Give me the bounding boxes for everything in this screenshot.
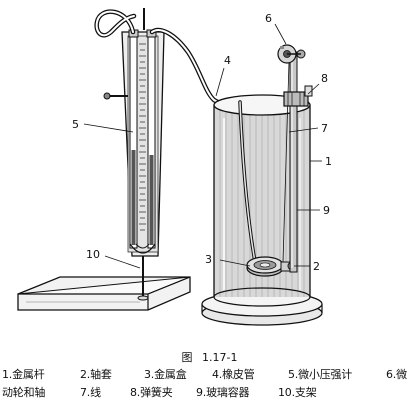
legend-item-text: 线 (90, 386, 101, 399)
apparatus-illustration: 1 2 3 4 5 6 7 8 9 10 (17, 8, 332, 326)
tube-in-container (238, 100, 257, 264)
spring-clip (283, 85, 313, 107)
legend-item-text: 动轮和轴 (2, 386, 46, 399)
figure-caption-number: 1.17-1 (202, 351, 238, 364)
legend-row: 动轮和轴 7.线 8.弹簧夹 9.玻璃容器 10.支架 (0, 384, 419, 402)
manometer-board (103, 8, 165, 257)
legend-item-text: 支架 (294, 386, 317, 399)
legend-item-number: 5. (288, 368, 299, 381)
metal-rod (289, 51, 298, 273)
stand-base (17, 276, 191, 311)
legend-item: 7.线 (80, 384, 101, 400)
callout-2: 2 (313, 260, 320, 273)
legend-item-number: 2. (80, 368, 91, 381)
figure-caption: 图 1.17-1 (0, 349, 419, 365)
callout-3: 3 (205, 253, 212, 266)
legend-item: 1.金属杆 (2, 366, 45, 382)
legend-item: 9.玻璃容器 (196, 384, 250, 400)
legend-item-text: 微小压强计 (298, 368, 353, 381)
legend-item: 6.微 (386, 366, 407, 382)
callout-7: 7 (321, 122, 328, 135)
legend-item-text: 橡皮管 (222, 368, 255, 381)
legend-item-text: 微 (396, 368, 407, 381)
legend-item-text: 金属盒 (154, 368, 187, 381)
legend-item-text: 弹簧夹 (140, 386, 173, 399)
legend-item-number: 3. (144, 368, 155, 381)
parts-legend: 1.金属杆 2.轴套 3.金属盒 4.橡皮管 5.微小压强计 6.微 动轮和轴 … (0, 366, 419, 402)
legend-item: 2.轴套 (80, 366, 112, 382)
legend-item: 3.金属盒 (144, 366, 187, 382)
legend-item-number: 9. (196, 386, 207, 399)
legend-item-number: 1. (2, 368, 13, 381)
callout-8: 8 (321, 72, 328, 85)
callout-4: 4 (224, 54, 231, 67)
callout-5: 5 (72, 118, 79, 131)
stand-rod (137, 256, 149, 301)
legend-item-number: 7. (80, 386, 91, 399)
legend-item: 8.弹簧夹 (130, 384, 173, 400)
figure-caption-prefix: 图 (181, 351, 193, 364)
legend-item: 10.支架 (278, 384, 317, 400)
metal-box (246, 256, 284, 277)
legend-item-number: 8. (130, 386, 141, 399)
legend-item: 4.橡皮管 (212, 366, 255, 382)
legend-item-text: 轴套 (90, 368, 112, 381)
callout-10: 10 (86, 248, 100, 261)
legend-item-text: 玻璃容器 (206, 386, 250, 399)
legend-item: 5.微小压强计 (288, 366, 352, 382)
legend-item-number: 10. (278, 386, 295, 399)
legend-item-number: 4. (212, 368, 223, 381)
callout-1: 1 (325, 155, 332, 168)
micro-pulley (277, 44, 306, 64)
legend-row: 1.金属杆 2.轴套 3.金属盒 4.橡皮管 5.微小压强计 6.微 (0, 366, 419, 384)
callout-lines (83, 23, 322, 269)
legend-item-text: 金属杆 (12, 368, 45, 381)
callout-9: 9 (323, 204, 330, 217)
legend-item: 动轮和轴 (2, 384, 45, 400)
legend-item-number: 6. (386, 368, 397, 381)
callout-6: 6 (265, 12, 272, 25)
